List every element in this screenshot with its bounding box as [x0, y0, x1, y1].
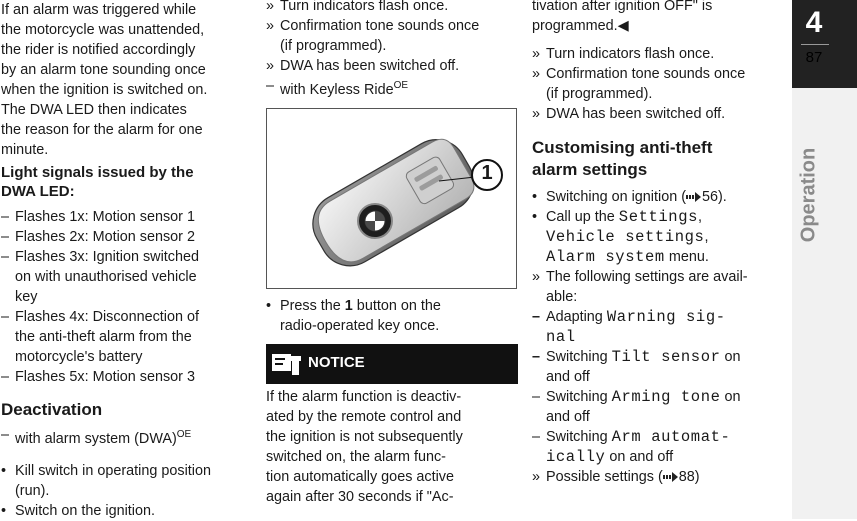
- key-fob-image: [312, 138, 503, 267]
- customising-steps: •Switching on ignition (56). •Call up th…: [532, 187, 782, 487]
- customising-heading: Customising anti-theft alarm settings: [532, 138, 713, 179]
- list-item: »Confirmation tone sounds once(if progra…: [266, 18, 480, 54]
- column-1: If an alarm was triggered while the moto…: [1, 0, 249, 521]
- intro-line: by an alarm tone sounding once: [1, 62, 206, 78]
- list-item: »Turn indicators flash once.: [532, 46, 715, 62]
- list-item: –Adapting Warning sig-nal: [532, 308, 726, 346]
- list-item: –with alarm system (DWA)OE: [1, 427, 192, 447]
- intro-line: the motorcycle was unattended,: [1, 22, 205, 38]
- column-3: tivation after ignition OFF" is programm…: [532, 0, 782, 487]
- list-item: »DWA has been switched off.: [532, 106, 726, 122]
- page-reference-arrow-icon: [662, 472, 678, 482]
- notice-continuation: tivation after ignition OFF" is programm…: [532, 0, 713, 34]
- key-fob-illustration: 1: [266, 107, 517, 289]
- page-number: 87: [805, 49, 823, 66]
- oe-marker: OE: [393, 80, 409, 91]
- list-item: »The following settings are avail-able:: [532, 269, 748, 305]
- list-item: »Turn indicators flash once.: [266, 0, 449, 14]
- list-item: •Call up the Settings,Vehicle settings,A…: [532, 208, 709, 266]
- divider: [801, 44, 829, 45]
- chapter-number: 4: [805, 6, 823, 39]
- notice-banner: NOTICE: [266, 343, 518, 384]
- intro-line: the reason for the alarm for one: [1, 122, 203, 138]
- list-item: •Switch on the ignition.: [1, 502, 155, 519]
- notice-label: NOTICE: [308, 353, 365, 371]
- end-mark: ◀: [617, 18, 629, 34]
- notice-text: If the alarm function is deactiv- ated b…: [266, 388, 463, 505]
- oe-marker: OE: [176, 429, 192, 440]
- column-2: »Turn indicators flash once. »Confirmati…: [266, 0, 518, 507]
- result-list: »Turn indicators flash once. »Confirmati…: [266, 0, 518, 76]
- list-item: •Kill switch in operating position(run).: [1, 462, 211, 499]
- list-item: –with Keyless RideOE: [266, 78, 409, 98]
- chapter-tab-light: [792, 88, 857, 519]
- list-item: •Switching on ignition (56).: [532, 189, 727, 205]
- section-label: Operation: [797, 147, 820, 243]
- intro-line: minute.: [1, 142, 49, 158]
- list-item: –Flashes 2x: Motion sensor 2: [1, 229, 195, 245]
- intro-line: If an alarm was triggered while: [1, 2, 197, 18]
- deactivation-steps: •Kill switch in operating position(run).…: [1, 461, 249, 521]
- notice-icon: [272, 353, 301, 375]
- intro-line: The DWA LED then indicates: [1, 102, 187, 118]
- page-reference-arrow-icon: [686, 192, 701, 202]
- light-signals-list: –Flashes 1x: Motion sensor 1 –Flashes 2x…: [1, 207, 249, 387]
- chapter-tab: 4 87 Operation: [792, 0, 857, 519]
- list-item: »Confirmation tone sounds once(if progra…: [532, 66, 746, 102]
- list-item: »DWA has been switched off.: [266, 58, 460, 74]
- alarm-intro-paragraph: If an alarm was triggered while the moto…: [1, 0, 249, 160]
- intro-line: when the ignition is switched on.: [1, 82, 208, 98]
- result-list: »Turn indicators flash once. »Confirmati…: [532, 44, 782, 124]
- callout-number: 1: [481, 161, 493, 184]
- intro-line: the rider is notified accordingly: [1, 42, 196, 58]
- light-signals-heading: Light signals issued by the DWA LED:: [1, 164, 194, 200]
- list-item: »Possible settings (88): [532, 469, 700, 485]
- list-item: –Flashes 1x: Motion sensor 1: [1, 209, 195, 225]
- list-item: –Flashes 5x: Motion sensor 3: [1, 369, 195, 385]
- list-item: –Switching Arm automat-ically on and off: [532, 428, 731, 466]
- deactivation-heading: Deactivation: [1, 400, 103, 419]
